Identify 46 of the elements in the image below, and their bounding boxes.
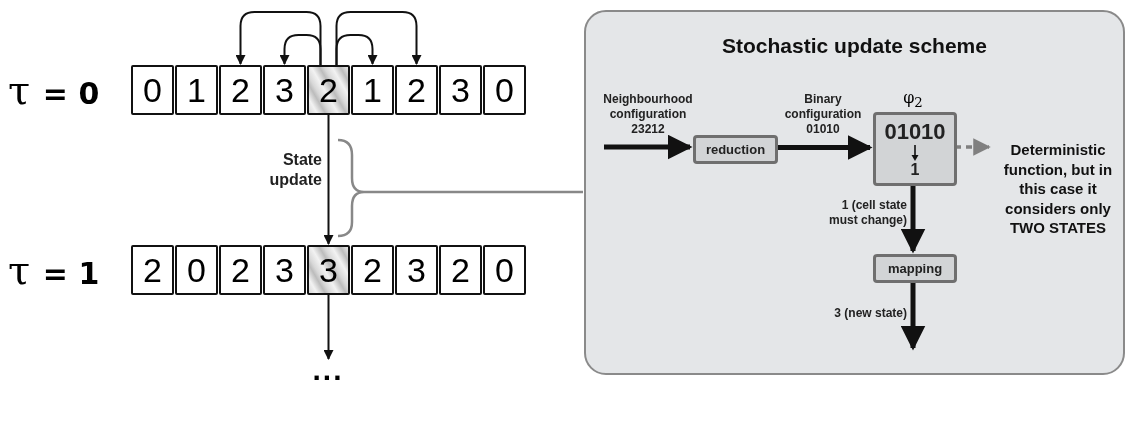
arrow (900, 281, 926, 351)
cell: 3 (395, 245, 438, 295)
process-box: reduction (693, 135, 778, 164)
edge-label: 3 (new state) (833, 306, 907, 321)
cell: 2 (395, 65, 438, 115)
edge-label: State update (268, 150, 322, 190)
cell: 1 (351, 65, 394, 115)
time-step-label: τ = 1 (8, 246, 100, 295)
arrow (323, 294, 334, 360)
dashed-arrow (955, 138, 991, 156)
time-step-label: τ = 0 (8, 66, 100, 115)
arrow (279, 34, 322, 66)
function-label: φ$_{2}$ (902, 88, 924, 111)
cell: 0 (483, 65, 526, 115)
process-box: mapping (873, 254, 957, 283)
ellipsis: ... (303, 360, 353, 394)
arrow (335, 34, 378, 66)
cell: 0 (175, 245, 218, 295)
cell: 3 (439, 65, 482, 115)
output-value: 1 (910, 161, 920, 179)
cell: 2 (439, 245, 482, 295)
binary-value: 01010 (884, 119, 946, 145)
panel-title: Stochastic update scheme (721, 34, 988, 58)
note-text: Deterministic function, but in this case it considers only TWO STATES (992, 140, 1124, 250)
arrow (776, 135, 873, 160)
cell: 2 (307, 65, 350, 115)
arrow (323, 114, 334, 245)
cell: 0 (483, 245, 526, 295)
cell: 3 (307, 245, 350, 295)
cell: 2 (219, 245, 262, 295)
arrow (335, 11, 422, 66)
function-box (873, 112, 957, 186)
arrow (235, 11, 322, 66)
edge-label: Binary configuration 01010 (783, 92, 863, 137)
cell: 0 (131, 65, 174, 115)
cell: 2 (219, 65, 262, 115)
cell: 2 (131, 245, 174, 295)
arrow (604, 134, 693, 160)
cell: 3 (263, 245, 306, 295)
edge-label: 1 (cell state must change) (828, 198, 907, 228)
panel (584, 10, 1125, 375)
cell: 3 (263, 65, 306, 115)
edge-label: Neighbourhood configuration 23212 (602, 92, 694, 137)
arrow (900, 184, 926, 254)
cell: 2 (351, 245, 394, 295)
cell: 1 (175, 65, 218, 115)
